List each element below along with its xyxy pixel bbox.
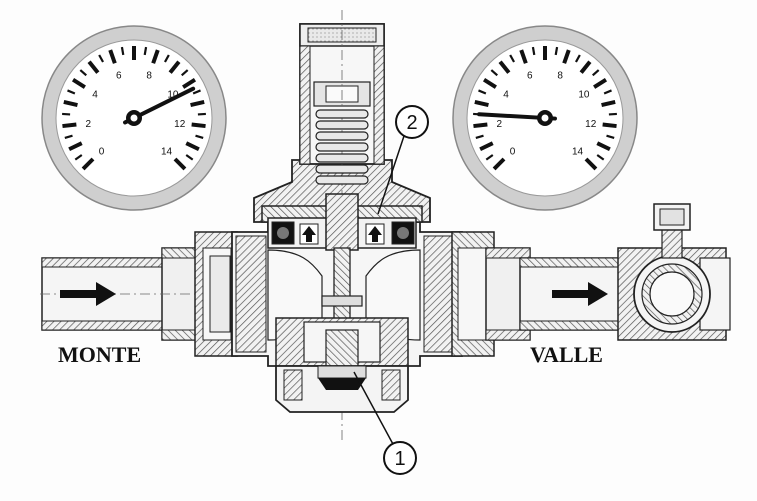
gauge-tick xyxy=(485,154,494,161)
gauge-scale-label: 10 xyxy=(578,90,590,101)
gauge-tick xyxy=(143,46,148,56)
pressure-arrow-left xyxy=(299,223,319,245)
spring-coil xyxy=(315,164,369,174)
gauge-scale-label: 4 xyxy=(503,90,509,101)
gauge-tick xyxy=(574,54,581,63)
gauge-scale-label: 6 xyxy=(527,71,533,82)
gauge-tick xyxy=(509,54,516,63)
spring-coil xyxy=(315,131,369,141)
gauge-tick xyxy=(591,69,600,77)
gauge-scale-label: 8 xyxy=(146,71,152,82)
gauge-tick xyxy=(584,157,598,171)
gauge-tick xyxy=(87,60,100,74)
gauge-hub-center xyxy=(541,114,549,122)
gauge-tick xyxy=(62,122,77,129)
gauge-scale-label: 14 xyxy=(161,147,173,158)
gauge-tick xyxy=(163,54,170,63)
gauge-tick xyxy=(79,69,88,77)
gauge-scale-label: 2 xyxy=(86,119,92,130)
gauge-tick xyxy=(474,100,489,108)
gauge-tick xyxy=(473,122,488,129)
spring-coil xyxy=(315,175,369,185)
gauge-tick xyxy=(173,157,187,171)
gauge-tick xyxy=(98,54,105,63)
gauge-tick xyxy=(74,154,83,161)
gauge-tick xyxy=(498,60,511,74)
gauge-tick xyxy=(606,134,615,139)
gauge-tick xyxy=(531,46,536,56)
gauge-tick xyxy=(479,141,494,152)
ball-valve xyxy=(617,203,731,341)
gauge-tick xyxy=(195,134,204,139)
gauge-tick xyxy=(579,60,592,74)
gauge-tick xyxy=(151,49,160,64)
gauge-tick xyxy=(63,100,78,108)
gauge-tick xyxy=(562,49,571,64)
inlet-flow-arrow xyxy=(60,282,116,306)
gauge-scale-label: 12 xyxy=(585,119,597,130)
gauge-tick xyxy=(603,89,612,95)
gauge-tick xyxy=(185,154,194,161)
gauge-scale-label: 2 xyxy=(497,119,503,130)
gauge-scale-label: 12 xyxy=(174,119,186,130)
callout-2-number: 2 xyxy=(406,112,417,134)
gauge-tick xyxy=(192,89,201,95)
gauge-scale-label: 8 xyxy=(557,71,563,82)
spring-coil xyxy=(315,109,369,119)
adjusting-spring xyxy=(315,109,369,185)
upstream-label: MONTE xyxy=(58,342,141,367)
gauge-tick xyxy=(492,157,506,171)
callout-1-number: 1 xyxy=(394,448,405,470)
pressure-arrow-right xyxy=(365,223,385,245)
gauge-tick xyxy=(554,46,559,56)
gauge-hub-center xyxy=(130,114,138,122)
gauge-tick xyxy=(593,78,608,89)
piston-assembly xyxy=(261,193,423,251)
right-union-nut xyxy=(451,231,495,357)
gauge-tick xyxy=(108,49,117,64)
gauge-tick xyxy=(185,141,200,152)
gauge-tick xyxy=(602,122,617,129)
gauge-tick xyxy=(490,69,499,77)
callout-2: 2 xyxy=(377,105,429,215)
downstream-gauge: 0 2 4 6 8 10 12 14 xyxy=(452,25,638,211)
gauge-scale-label: 0 xyxy=(99,147,105,158)
gauge-tick xyxy=(81,157,95,171)
downstream-label: VALLE xyxy=(530,342,603,367)
gauge-tick xyxy=(191,122,206,129)
gauge-tick xyxy=(120,46,125,56)
upstream-gauge: 0 2 4 6 8 10 12 14 xyxy=(41,25,227,211)
gauge-tick xyxy=(482,78,497,89)
gauge-scale-label: 10 xyxy=(167,90,179,101)
gauge-scale-label: 0 xyxy=(510,147,516,158)
gauge-tick xyxy=(601,100,616,108)
outlet-flow-arrow xyxy=(552,282,608,306)
outlet-pipe xyxy=(485,247,631,341)
spring-coil xyxy=(315,142,369,152)
spring-coil xyxy=(315,120,369,130)
gauge-tick xyxy=(180,69,189,77)
spring-coil xyxy=(315,153,369,163)
gauge-scale-label: 6 xyxy=(116,71,122,82)
gauge-tick xyxy=(519,49,528,64)
gauge-tick xyxy=(71,78,86,89)
gauge-tick xyxy=(64,134,73,139)
gauge-tick xyxy=(596,154,605,161)
gauge-tick xyxy=(68,141,83,152)
gauge-scale-label: 4 xyxy=(92,90,98,101)
gauge-tick xyxy=(168,60,181,74)
gauge-tick xyxy=(475,134,484,139)
gauge-tick xyxy=(190,100,205,108)
gauge-tick xyxy=(67,89,76,95)
callout-1: 1 xyxy=(353,371,417,475)
left-union-nut xyxy=(194,231,238,357)
gauge-tick xyxy=(478,89,487,95)
gauge-tick xyxy=(596,141,611,152)
gauge-tick xyxy=(182,78,197,89)
lower-cartridge xyxy=(275,317,409,413)
gauge-scale-label: 14 xyxy=(572,147,584,158)
